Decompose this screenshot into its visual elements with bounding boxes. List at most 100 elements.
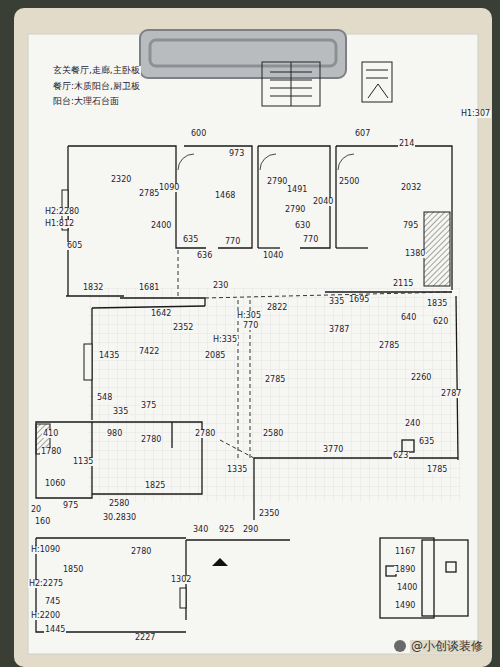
handwritten-note: 阳台:大理石台面 [52,97,120,106]
dimension-label: 1435 [98,352,120,360]
dimension-label: 2780 [194,430,216,438]
dimension-label: 1835 [426,300,448,308]
dimension-label: 2227 [134,634,156,642]
dimension-label: 2580 [108,500,130,508]
dimension-label: 1135 [72,458,94,466]
dimension-label: 2787 [440,390,462,398]
dimension-label: 640 [400,314,417,322]
dimension-label: 2320 [110,176,132,184]
dimension-label: H2:2280 [44,208,80,216]
dimension-label: 20 [30,506,42,514]
clipboard [14,8,492,667]
dimension-label: H:2200 [30,612,61,620]
dimension-label: H2:2275 [28,580,64,588]
dimension-label: 607 [354,130,371,138]
dimension-label: 1825 [144,482,166,490]
dimension-label: 2780 [140,436,162,444]
dimension-label: 975 [62,502,79,510]
dimension-label: 30.2830 [102,514,137,522]
dimension-label: 1780 [40,448,62,456]
dimension-label: 1468 [214,192,236,200]
dimension-label: 335 [328,298,345,306]
dimension-label: 2785 [378,342,400,350]
dimension-label: 1681 [138,284,160,292]
dimension-label: 214 [398,140,415,148]
handwritten-note: 餐厅:木质阳台,厨卫板 [52,82,141,91]
dimension-label: 340 [192,526,209,534]
graph-grid [88,288,460,502]
watermark: @小创谈装修 [410,640,484,653]
dimension-label: 240 [404,420,421,428]
dimension-label: 605 [66,242,83,250]
dimension-label: 2580 [262,430,284,438]
dimension-label: 635 [182,236,199,244]
walls [36,146,468,632]
dimension-label: 2032 [400,184,422,192]
dimension-label: 973 [228,150,245,158]
dimension-label: H:1090 [30,546,61,554]
dimension-label: 636 [196,252,213,260]
dimension-label: 1890 [394,566,416,574]
dimension-label: 3770 [322,446,344,454]
dimension-label: 1380 [404,250,426,258]
dimension-label: 2785 [264,376,286,384]
dimension-label: 745 [44,598,61,606]
dimension-label: 623 [392,452,409,460]
dimension-label: 1167 [394,548,416,556]
dimension-label: 548 [96,394,113,402]
dimension-label: 2352 [172,324,194,332]
dimension-label: 1400 [396,584,418,592]
dimension-label: 2350 [258,510,280,518]
dimension-label: 1335 [226,466,248,474]
door-swing [178,154,354,170]
dimension-label: 2780 [130,548,152,556]
dimension-label: 1060 [44,480,66,488]
dimension-label: 630 [294,222,311,230]
dimension-label: 1785 [426,466,448,474]
dimension-label: 925 [218,526,235,534]
dimension-label: 2400 [150,222,172,230]
dimension-label: 600 [190,130,207,138]
dimension-label: 1642 [150,310,172,318]
dimension-label: 2085 [204,352,226,360]
dimension-label: 1090 [158,184,180,192]
dimension-label: 635 [418,438,435,446]
dimension-label: 2822 [266,304,288,312]
dimension-label: 1302 [170,576,192,584]
watermark-icon [394,640,406,652]
window-mark [62,190,186,608]
dimension-label: 2790 [284,206,306,214]
dimension-label: 770 [224,238,241,246]
dimension-label: H:305 [236,312,262,320]
dimension-label: 3787 [328,326,350,334]
dimension-label: 1445 [44,626,66,634]
metal-clip [140,30,346,78]
dimension-label: 160 [34,518,51,526]
dimension-label: 375 [140,402,157,410]
dimension-label: 1695 [348,296,370,304]
dimension-label: 1491 [286,186,308,194]
hatched-block [424,212,450,286]
handwritten-note: 玄关餐厅,走廊,主卧板 [52,66,141,75]
dimension-label: 410 [42,430,59,438]
dimension-label: 1040 [262,252,284,260]
stair-sketch [262,62,392,106]
dimension-label: 770 [302,236,319,244]
dimension-label: 2115 [392,280,414,288]
dimension-label: 230 [212,282,229,290]
dimension-label: 1832 [82,284,104,292]
dimension-label: 2040 [312,198,334,206]
dimension-label: 2500 [338,178,360,186]
dimension-label: 7422 [138,348,160,356]
dimension-label: 795 [402,222,419,230]
dimension-label: 620 [432,318,449,326]
dashed-line [178,250,452,458]
dimension-label: 2260 [410,374,432,382]
dimension-label: 980 [106,430,123,438]
dimension-label: H:335 [212,336,238,344]
dimension-label: 335 [112,408,129,416]
dimension-label: 1490 [394,602,416,610]
dimension-label: 2790 [266,178,288,186]
dimension-label: H1:307 [460,110,491,118]
dimension-label: 1850 [62,566,84,574]
